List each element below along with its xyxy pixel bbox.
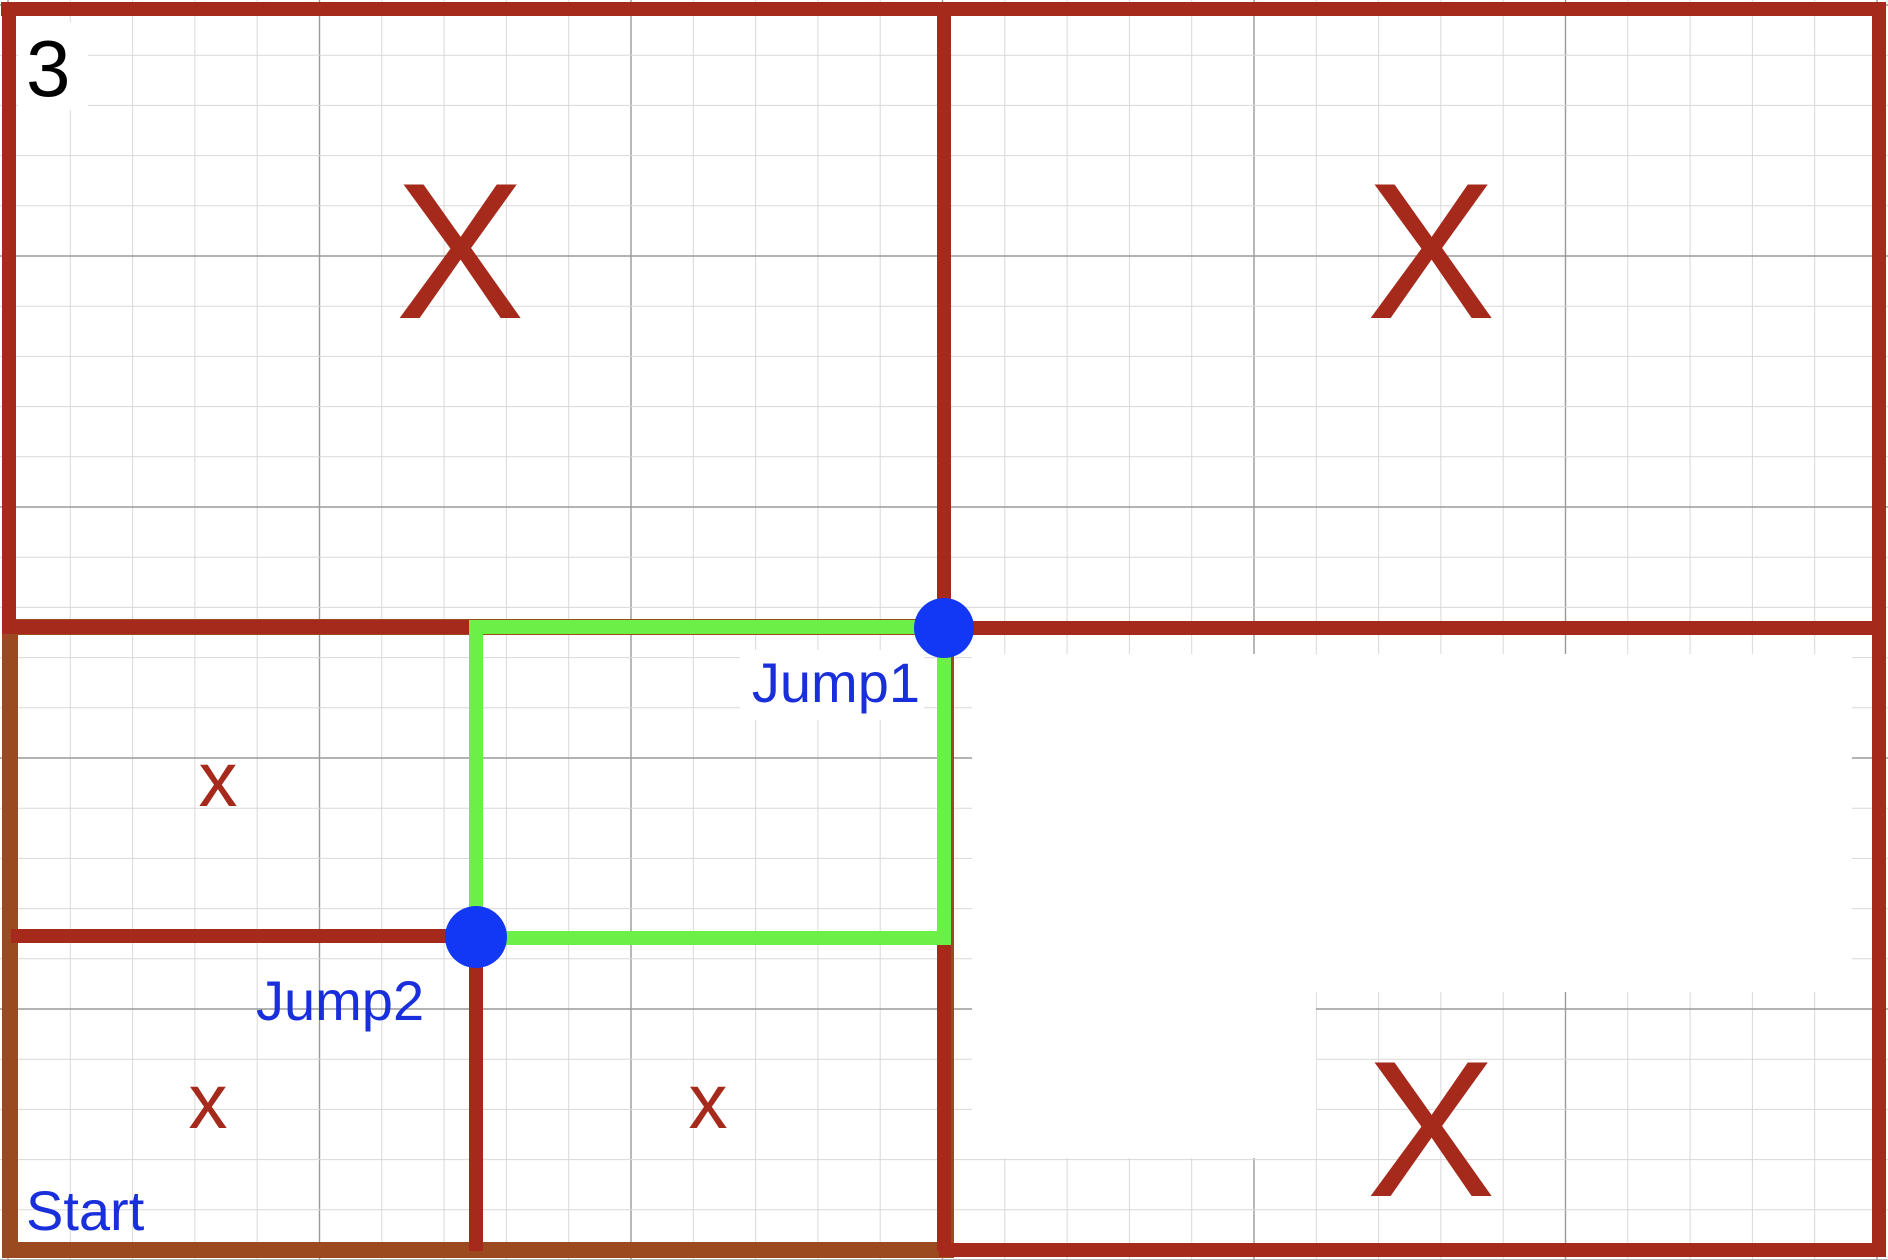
blank-patch-upper [972, 654, 1852, 992]
jump1-label: Jump1 [752, 651, 920, 714]
jump1-point [914, 598, 974, 658]
blank-patch-lower [972, 990, 1316, 1158]
jump2-point [445, 906, 507, 968]
start-label: Start [26, 1179, 145, 1242]
jump2-label: Jump2 [256, 969, 424, 1032]
small-x-lower-middle: x [689, 1057, 728, 1145]
blank-patches [972, 654, 1852, 1158]
small-x-lower-left: x [189, 1057, 228, 1145]
large-x-top-left: X [395, 143, 524, 360]
path-box [469, 620, 951, 945]
large-x-bottom-right: X [1366, 1021, 1495, 1238]
small-x-upper-left: x [199, 735, 238, 823]
figure-number: 3 [26, 24, 71, 113]
large-x-top-right: X [1366, 143, 1495, 360]
jump1-label-bg [740, 650, 924, 720]
figure-number-bg [18, 22, 88, 110]
